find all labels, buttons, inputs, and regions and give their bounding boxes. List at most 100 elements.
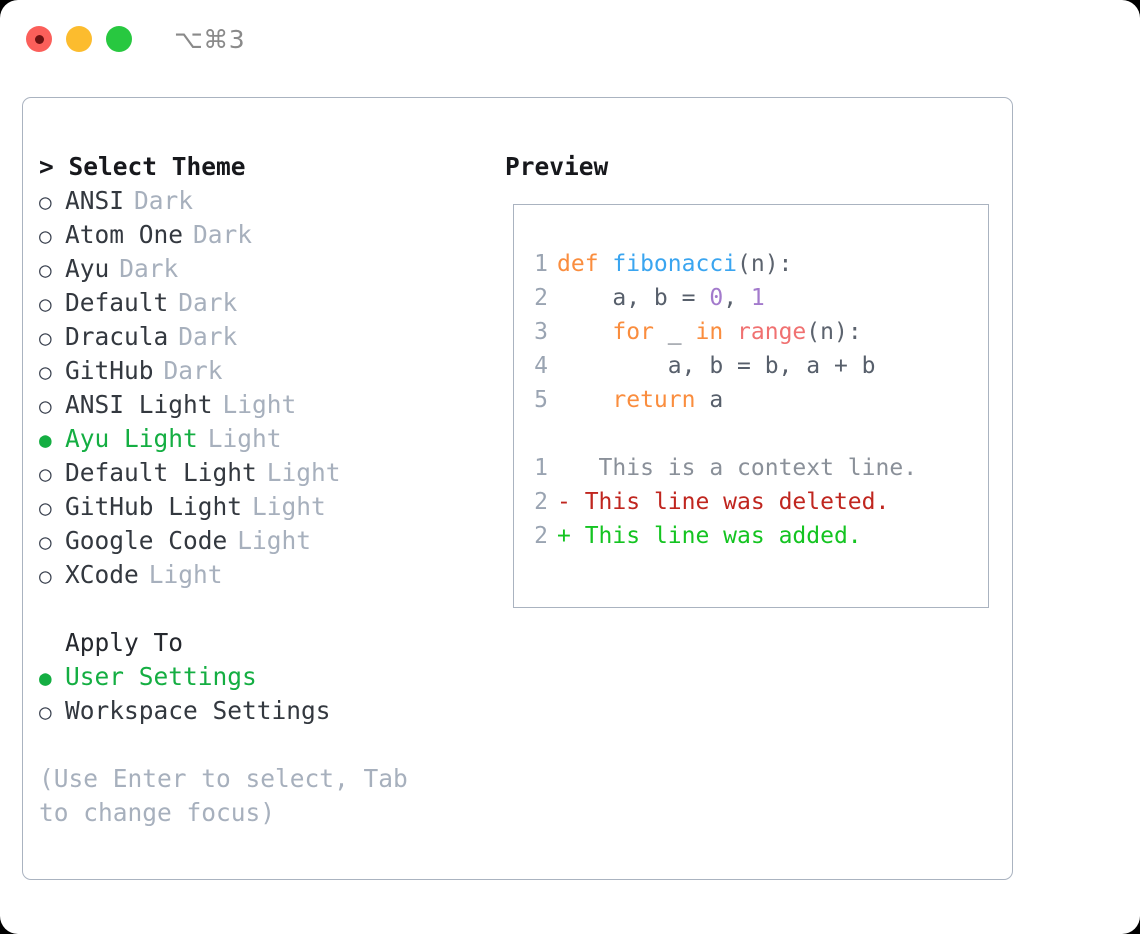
radio-unselected-icon: ○ <box>39 224 52 248</box>
close-button[interactable] <box>26 26 52 52</box>
code-token-kw: in <box>695 319 724 345</box>
keyboard-hint-text: (Use Enter to select, Tab to change focu… <box>39 764 408 827</box>
theme-option-ansi-light[interactable]: ○ ANSI Light Light <box>39 388 503 422</box>
theme-option-tag: Dark <box>178 322 238 351</box>
line-number: 2 <box>534 285 548 311</box>
diff-sample: 1 This is a context line.2- This line wa… <box>526 451 988 553</box>
code-token-kw: return <box>612 387 696 413</box>
radio-unselected-icon: ○ <box>39 462 52 486</box>
code-token-punct: (n): <box>737 251 793 277</box>
code-token-plain <box>557 319 612 345</box>
theme-option-label: GitHub Light <box>65 492 243 521</box>
theme-option-tag: Light <box>266 458 341 487</box>
radio-selected-icon: ● <box>39 666 52 690</box>
keyboard-shortcut-label: ⌥⌘3 <box>174 24 246 54</box>
theme-option-tag: Dark <box>193 220 253 249</box>
apply-to-option-label: User Settings <box>65 662 257 691</box>
code-line: 1 def fibonacci(n): <box>526 247 988 281</box>
theme-option-tag: Light <box>207 424 282 453</box>
theme-option-label: Atom One <box>65 220 184 249</box>
code-token-call: range <box>737 319 807 345</box>
theme-option-label: XCode <box>65 560 139 589</box>
radio-unselected-icon: ○ <box>39 326 52 350</box>
page-title: > Select Theme <box>39 152 246 181</box>
theme-option-label: Dracula <box>65 322 169 351</box>
radio-selected-icon: ● <box>39 428 52 452</box>
theme-option-default-light[interactable]: ○ Default Light Light <box>39 456 503 490</box>
radio-unselected-icon: ○ <box>39 360 52 384</box>
apply-to-heading: Apply To <box>65 628 184 657</box>
theme-option-tag: Light <box>222 390 297 419</box>
code-line: 4 a, b = b, a + b <box>526 349 988 383</box>
theme-option-tag: Dark <box>134 186 194 215</box>
radio-unselected-icon: ○ <box>39 394 52 418</box>
code-line: 2 a, b = 0, 1 <box>526 281 988 315</box>
line-number: 1 <box>534 251 548 277</box>
theme-option-ayu-light[interactable]: ● Ayu Light Light <box>39 422 503 456</box>
preview-title: Preview <box>505 152 609 181</box>
theme-option-label: GitHub <box>65 356 154 385</box>
apply-to-option-list: ● User Settings ○Workspace Settings <box>39 660 503 728</box>
diff-line-added: 2 + This line was added. <box>526 519 988 553</box>
theme-option-label: ANSI <box>65 186 125 215</box>
theme-option-atom-one[interactable]: ○ Atom One Dark <box>39 218 503 252</box>
theme-option-tag: Dark <box>178 288 238 317</box>
code-line: 3 for _ in range(n): <box>526 315 988 349</box>
zoom-button[interactable] <box>106 26 132 52</box>
code-token-plain: a, b = <box>557 285 710 311</box>
radio-unselected-icon: ○ <box>39 258 52 282</box>
radio-unselected-icon: ○ <box>39 190 52 214</box>
diff-sign <box>557 455 571 481</box>
code-token-plain: a <box>695 387 724 413</box>
theme-option-label: Ayu Light <box>65 424 198 453</box>
code-token-plain: a, b = b, a + b <box>557 353 876 379</box>
code-token-plain <box>557 387 612 413</box>
code-line: 5 return a <box>526 383 988 417</box>
apply-to-option-user-settings[interactable]: ● User Settings <box>39 660 503 694</box>
minimize-button[interactable] <box>66 26 92 52</box>
radio-unselected-icon: ○ <box>39 530 52 554</box>
line-number: 2 <box>534 489 548 515</box>
theme-option-tag: Light <box>237 526 312 555</box>
theme-option-dracula[interactable]: ○ Dracula Dark <box>39 320 503 354</box>
diff-sign: - <box>557 489 571 515</box>
code-diff-spacer <box>526 417 988 451</box>
code-token-num: 0 <box>709 285 724 311</box>
diff-line-context: 1 This is a context line. <box>526 451 988 485</box>
section-spacer <box>39 592 503 626</box>
radio-unselected-icon: ○ <box>39 292 52 316</box>
theme-option-label: ANSI Light <box>65 390 213 419</box>
theme-option-label: Ayu <box>65 254 110 283</box>
code-token-fn: fibonacci <box>612 251 738 277</box>
theme-option-ansi[interactable]: ○ ANSI Dark <box>39 184 503 218</box>
code-token-kw: def <box>557 251 613 277</box>
diff-line-deleted: 2- This line was deleted. <box>526 485 988 519</box>
code-token-plain <box>723 319 737 345</box>
code-token-plain: _ <box>653 319 696 345</box>
theme-option-label: Default Light <box>65 458 257 487</box>
line-number: 1 <box>534 455 548 481</box>
diff-text: This line was deleted. <box>570 489 890 515</box>
window-controls <box>26 26 132 52</box>
apply-to-option-workspace-settings[interactable]: ○Workspace Settings <box>39 694 503 728</box>
diff-sign: + <box>557 523 571 549</box>
diff-text: This line was added. <box>570 523 862 549</box>
line-number: 3 <box>534 319 548 345</box>
radio-unselected-icon: ○ <box>39 564 52 588</box>
theme-option-tag: Light <box>252 492 326 521</box>
code-token-punct: (n): <box>806 319 862 345</box>
line-number: 2 <box>534 523 548 549</box>
radio-unselected-icon: ○ <box>39 700 52 724</box>
